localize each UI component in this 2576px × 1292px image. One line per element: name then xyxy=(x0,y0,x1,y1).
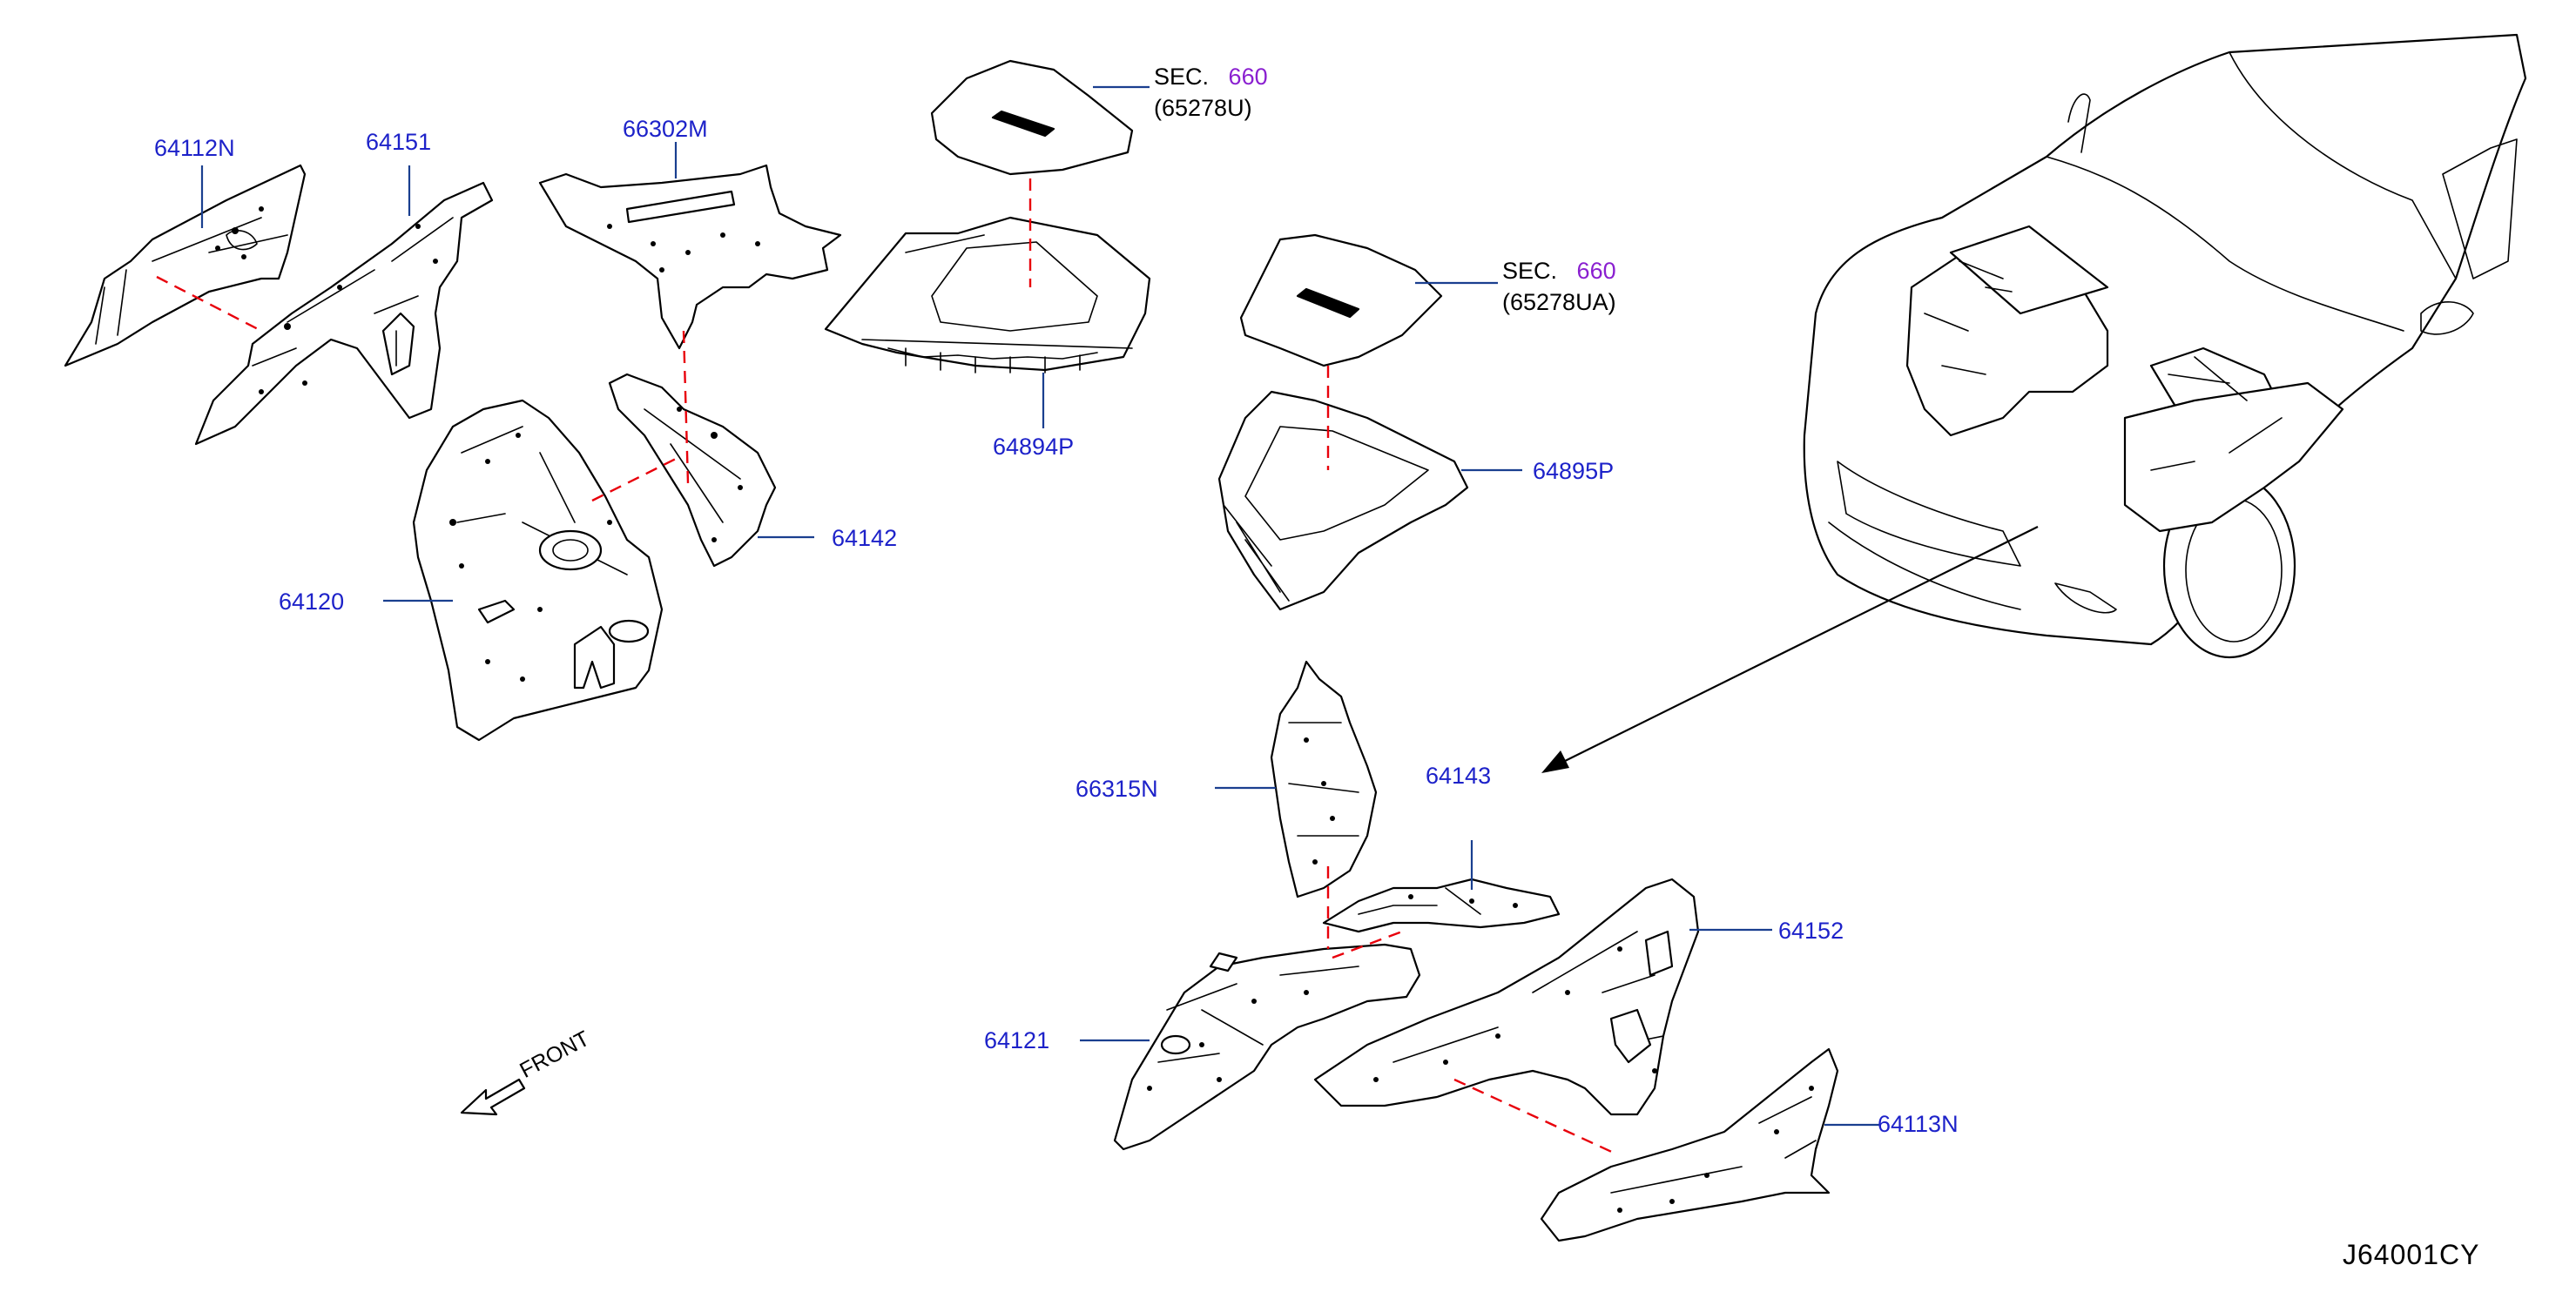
leader-lines xyxy=(200,85,1881,1127)
part-64120-shape xyxy=(412,399,664,742)
label-64143[interactable]: 64143 xyxy=(1426,763,1492,789)
part-64152-shape xyxy=(1313,878,1700,1116)
sec-prefix: SEC. xyxy=(1154,64,1210,90)
sec-sub: (65278U) xyxy=(1154,95,1252,121)
cover-65278UA-shape xyxy=(1239,233,1443,367)
front-arrow-icon xyxy=(460,1078,526,1116)
label-64895P[interactable]: 64895P xyxy=(1533,458,1615,484)
part-66302M-shape xyxy=(538,164,842,350)
label-64152[interactable]: 64152 xyxy=(1778,918,1844,944)
part-64143-shape xyxy=(1322,878,1561,933)
part-64112N-shape xyxy=(64,164,307,367)
label-64113N[interactable]: 64113N xyxy=(1878,1111,1959,1137)
part-64142-shape xyxy=(608,373,777,568)
diagram-code: J64001CY xyxy=(2343,1239,2480,1270)
label-66302M[interactable]: 66302M xyxy=(623,116,708,142)
alignment-lines xyxy=(156,178,1616,1155)
part-64121-shape xyxy=(1113,943,1421,1151)
sec-number: 660 xyxy=(1576,258,1616,284)
part-64895P-shape xyxy=(1217,390,1469,611)
part-64113N-shape xyxy=(1540,1047,1839,1242)
label-64142[interactable]: 64142 xyxy=(832,525,898,551)
sec-sub: (65278UA) xyxy=(1502,289,1616,315)
label-64151[interactable]: 64151 xyxy=(366,129,432,155)
label-64894P[interactable]: 64894P xyxy=(993,434,1075,460)
part-64894P-shape xyxy=(824,216,1151,373)
label-64120[interactable]: 64120 xyxy=(279,589,345,615)
sec-number: 660 xyxy=(1228,64,1268,90)
sec-prefix: SEC. xyxy=(1502,258,1558,284)
label-64112N[interactable]: 64112N xyxy=(154,135,235,161)
label-66315N[interactable]: 66315N xyxy=(1076,776,1158,802)
cover-65278U-shape xyxy=(930,59,1134,176)
part-64151-shape xyxy=(194,181,494,446)
label-64121[interactable]: 64121 xyxy=(984,1027,1050,1053)
car-illustration xyxy=(1803,33,2527,659)
part-66315N-shape xyxy=(1270,660,1378,898)
callout-arrow xyxy=(1541,526,2039,773)
